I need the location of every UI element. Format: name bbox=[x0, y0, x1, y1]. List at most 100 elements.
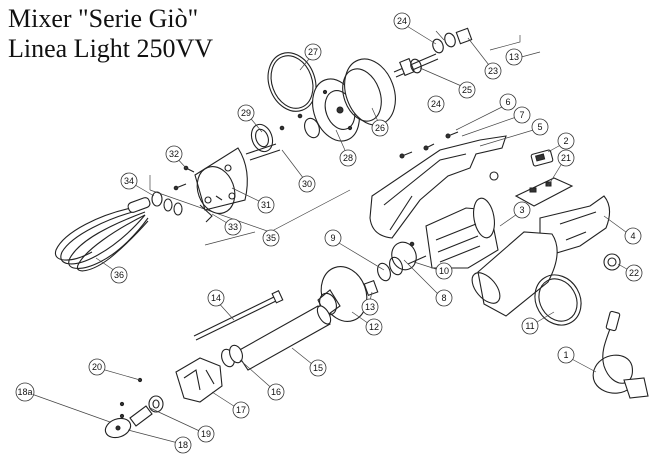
part-31-gear-housing bbox=[194, 147, 248, 214]
callout-number: 2 bbox=[563, 136, 568, 146]
callout-20: 20 bbox=[88, 358, 106, 376]
callout-circle bbox=[15, 382, 35, 402]
part-14-drive-shaft bbox=[193, 290, 284, 341]
callout-22: 22 bbox=[625, 264, 643, 282]
part-15-shaft-tube bbox=[235, 305, 332, 371]
callout-number: 4 bbox=[630, 231, 635, 241]
callout-number: 23 bbox=[488, 66, 498, 76]
callout-1: 1 bbox=[557, 346, 575, 364]
callout-circle bbox=[207, 289, 225, 307]
callout-circle bbox=[458, 81, 476, 99]
callout-number: 33 bbox=[228, 222, 238, 232]
callout-number: 12 bbox=[369, 322, 379, 332]
callout-circle bbox=[237, 104, 255, 122]
callout-circle bbox=[625, 264, 643, 282]
callout-circle bbox=[165, 145, 183, 163]
callout-3: 3 bbox=[513, 201, 531, 219]
callout-circle bbox=[309, 359, 327, 377]
callout-number: 25 bbox=[462, 85, 472, 95]
callout-number: 6 bbox=[505, 97, 510, 107]
callout-circle bbox=[505, 48, 523, 66]
callout-28: 28 bbox=[339, 149, 357, 167]
callout-36: 36 bbox=[110, 266, 128, 284]
part-25-shaft bbox=[393, 53, 439, 78]
callout-19: 19 bbox=[197, 425, 215, 443]
callout-circle bbox=[393, 12, 411, 30]
callout-23: 23 bbox=[484, 62, 502, 80]
callout-circle bbox=[339, 149, 357, 167]
part-3-motor bbox=[425, 197, 499, 269]
callout-number: 10 bbox=[439, 266, 449, 276]
callout-13-1: 13 bbox=[505, 48, 523, 66]
callout-circle bbox=[224, 218, 242, 236]
callout-16: 16 bbox=[267, 383, 285, 401]
callout-number: 22 bbox=[629, 268, 639, 278]
callout-14: 14 bbox=[207, 289, 225, 307]
callout-circle bbox=[262, 229, 280, 247]
callout-circle bbox=[557, 132, 575, 150]
callout-number: 24 bbox=[431, 99, 441, 109]
callout-circle bbox=[174, 436, 192, 454]
callout-18: 18 bbox=[174, 436, 192, 454]
callout-circle bbox=[371, 119, 389, 137]
callout-2: 2 bbox=[557, 132, 575, 150]
callout-number: 14 bbox=[211, 293, 221, 303]
callout-29: 29 bbox=[237, 104, 255, 122]
part-34-washers bbox=[151, 191, 183, 216]
callout-bubbles: 1234567891011121313141516171818a19202122… bbox=[15, 12, 643, 454]
callout-number: 5 bbox=[537, 122, 542, 132]
callout-number: 27 bbox=[308, 47, 318, 57]
callout-15: 15 bbox=[309, 359, 327, 377]
callout-10: 10 bbox=[435, 262, 453, 280]
callout-number: 11 bbox=[525, 321, 534, 331]
part-27-gasket bbox=[267, 52, 317, 112]
callout-number: 18a bbox=[17, 387, 32, 397]
callout-circle bbox=[298, 175, 316, 193]
callout-circle bbox=[499, 93, 517, 111]
callout-5: 5 bbox=[531, 118, 549, 136]
callout-35: 35 bbox=[262, 229, 280, 247]
callout-number: 7 bbox=[519, 110, 524, 120]
callout-number: 20 bbox=[92, 362, 102, 372]
callout-number: 36 bbox=[114, 270, 124, 280]
part-36-whisk bbox=[54, 197, 151, 272]
callout-circle bbox=[324, 229, 342, 247]
callout-circle bbox=[120, 172, 138, 190]
callout-9: 9 bbox=[324, 229, 342, 247]
callout-34: 34 bbox=[120, 172, 138, 190]
parts-9-10-8-bearings bbox=[377, 241, 427, 282]
callout-circle bbox=[257, 196, 275, 214]
callout-11: 11 bbox=[521, 317, 539, 335]
callout-number: 19 bbox=[201, 429, 211, 439]
motor-housing-body bbox=[471, 231, 558, 317]
callout-number: 13 bbox=[509, 52, 519, 62]
callout-circle bbox=[557, 149, 575, 167]
callout-13-2: 13 bbox=[361, 298, 379, 316]
callout-number: 32 bbox=[169, 149, 179, 159]
callout-circle bbox=[531, 118, 549, 136]
callout-circle bbox=[484, 62, 502, 80]
part-2-switch bbox=[530, 149, 554, 167]
callout-number: 24 bbox=[397, 16, 407, 26]
callout-8: 8 bbox=[435, 289, 453, 307]
callout-number: 16 bbox=[271, 387, 281, 397]
title-line-2: Linea Light 250VV bbox=[8, 34, 214, 63]
callout-17: 17 bbox=[232, 401, 250, 419]
part-11-ring bbox=[534, 274, 582, 326]
parts-29-30-gears bbox=[245, 113, 320, 161]
callout-21: 21 bbox=[557, 149, 575, 167]
callout-number: 17 bbox=[236, 405, 246, 415]
callout-number: 8 bbox=[441, 293, 446, 303]
callout-31: 31 bbox=[257, 196, 275, 214]
parts-18-19-20-blade bbox=[104, 377, 164, 439]
callout-circle bbox=[435, 262, 453, 280]
part-13-nut bbox=[363, 279, 379, 297]
callout-18a: 18a bbox=[15, 382, 35, 402]
callout-circle bbox=[304, 43, 322, 61]
part-21-control-board bbox=[514, 177, 574, 207]
callout-24-1: 24 bbox=[393, 12, 411, 30]
callout-6: 6 bbox=[499, 93, 517, 111]
callout-number: 9 bbox=[330, 233, 335, 243]
part-1-power-cable bbox=[592, 310, 649, 399]
